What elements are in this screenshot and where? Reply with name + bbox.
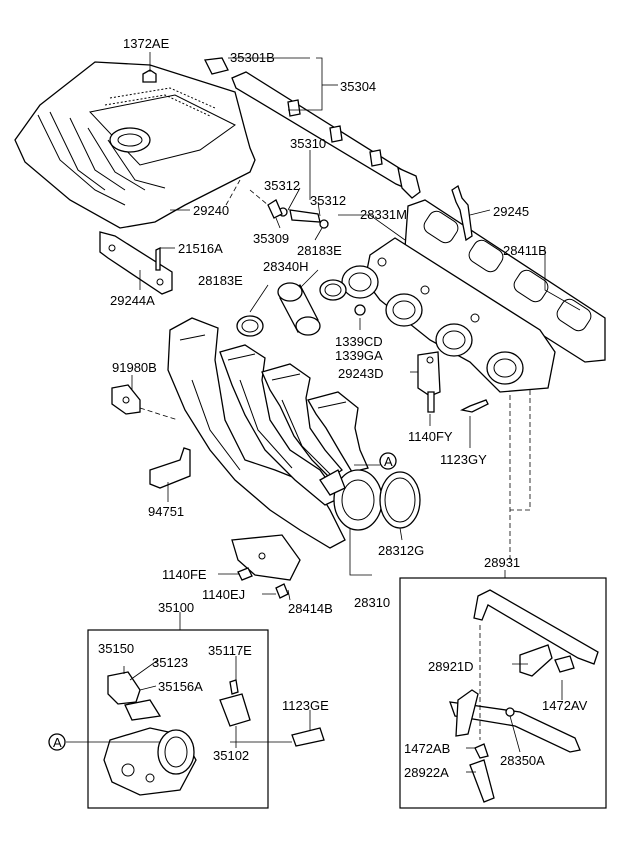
part-label: 1140FE: [162, 567, 207, 582]
sensor-29245: [451, 184, 473, 242]
part-label: 1140EJ: [202, 587, 245, 602]
part-label: 35310: [290, 136, 326, 151]
part-label: 35150: [98, 641, 134, 656]
part-label: 29244A: [110, 293, 155, 308]
bracket-94751: [149, 447, 191, 489]
throttle-body-box: [87, 629, 269, 809]
pcv-box: [399, 577, 607, 809]
pcv-hoses: [449, 589, 599, 803]
bracket-91980B: [111, 384, 141, 415]
bracket-29243D: [417, 351, 489, 413]
part-label: 29243D: [338, 366, 384, 381]
part-label: 35117E: [208, 643, 252, 658]
part-label: 1123GY: [440, 452, 487, 467]
throttle-body: [103, 671, 325, 796]
reference-marker-top: A: [379, 452, 397, 470]
bracket-29244A: [99, 231, 173, 295]
part-label: 35304: [340, 79, 376, 94]
part-label: 94751: [148, 504, 184, 519]
part-label: 28931: [484, 555, 520, 570]
part-label: 28350A: [500, 753, 545, 768]
part-label: 1123GE: [282, 698, 329, 713]
gasket-28411B: [404, 199, 606, 363]
part-label: 28411B: [503, 243, 547, 258]
leader-lines: [66, 52, 581, 773]
part-label: 91980B: [112, 360, 157, 375]
part-label: 1472AB: [404, 741, 450, 756]
engine-cover: [14, 61, 256, 229]
bracket-28414B: [231, 534, 301, 599]
part-label: 28312G: [378, 543, 424, 558]
fuel-rail: [204, 57, 421, 199]
injector: [267, 199, 329, 229]
part-label: 28414B: [288, 601, 333, 616]
part-label: 29240: [193, 203, 229, 218]
part-labels: 1372AE 35301B 35304 35310 35312 35312 29…: [98, 36, 588, 780]
manifold-lower: [341, 237, 556, 393]
intake-manifold-upper: [167, 317, 383, 549]
part-label: 28921D: [428, 659, 474, 674]
part-label: 35312: [264, 178, 300, 193]
part-label: 35156A: [158, 679, 203, 694]
part-label: 35102: [213, 748, 249, 763]
part-label: 28310: [354, 595, 390, 610]
hose-28340H: [236, 279, 366, 337]
part-label: 21516A: [178, 241, 223, 256]
part-label: 28340H: [263, 259, 309, 274]
part-label: 28331M: [360, 207, 407, 222]
part-label: 28922A: [404, 765, 449, 780]
gasket-28312G: [379, 471, 421, 529]
part-label: 35309: [253, 231, 289, 246]
part-label: 1140FY: [408, 429, 453, 444]
part-label: 35301B: [230, 50, 275, 65]
reference-marker-label: A: [384, 454, 393, 469]
part-label: 28183E: [297, 243, 342, 258]
part-label: 35123: [152, 655, 188, 670]
reference-marker-bottom: A: [48, 733, 66, 751]
part-label: 1339CD: [335, 334, 383, 349]
part-label: 1472AV: [542, 698, 588, 713]
part-label: 1372AE: [123, 36, 170, 51]
part-label: 29245: [493, 204, 529, 219]
reference-marker-label: A: [53, 735, 62, 750]
part-label: 1339GA: [335, 348, 383, 363]
part-label: 35100: [158, 600, 194, 615]
part-label: 28183E: [198, 273, 243, 288]
part-label: 35312: [310, 193, 346, 208]
